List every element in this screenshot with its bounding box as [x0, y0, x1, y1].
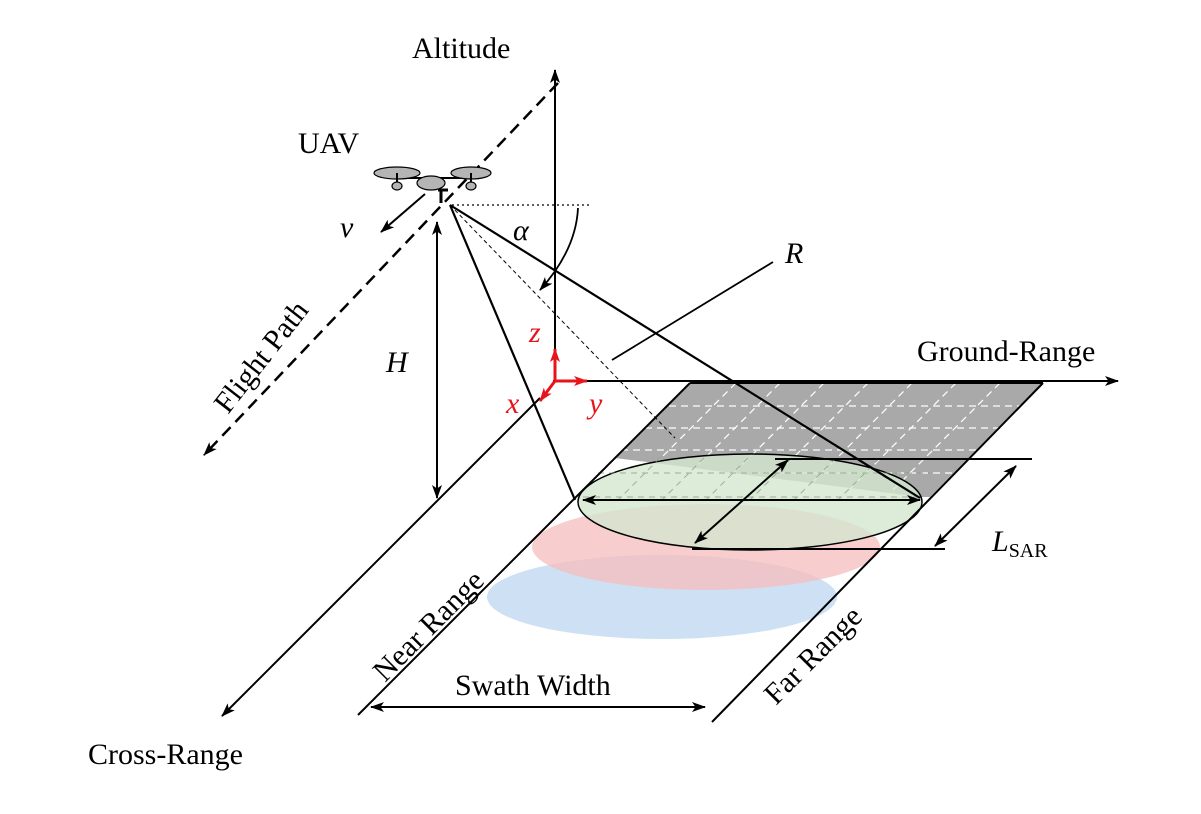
lsar-arrow	[934, 465, 1017, 547]
local-coordinate-frame	[538, 348, 588, 402]
height-label: H	[385, 346, 410, 379]
alpha-angle-arc	[539, 207, 579, 291]
beam-near-edge	[448, 204, 577, 501]
lsar-subscript: SAR	[1009, 540, 1049, 562]
ground-range-label: Ground-Range	[917, 335, 1095, 368]
beam-slant-dashed	[449, 204, 891, 481]
uav-drone-icon	[373, 166, 492, 203]
swath-width-label: Swath Width	[455, 669, 611, 702]
cross-range-label: Cross-Range	[88, 738, 243, 771]
flight-path-label: Flight Path	[208, 295, 316, 420]
footprint-azimuth-arrow	[694, 459, 789, 544]
near-range-edge	[357, 382, 691, 716]
lsar-main: L	[991, 525, 1009, 558]
velocity-label: v	[340, 211, 354, 244]
altitude-label: Altitude	[412, 32, 510, 65]
velocity-arrow	[380, 193, 426, 233]
alpha-label: α	[513, 214, 530, 247]
beam-center-dashed	[449, 204, 676, 439]
far-range-edge	[711, 382, 1044, 723]
slant-range-label: R	[784, 237, 803, 270]
footprint-current-beam	[577, 453, 923, 551]
axis-y-label: y	[586, 387, 603, 420]
axis-x-label: x	[505, 387, 520, 420]
cross-range-axis	[221, 397, 541, 717]
lsar-label: LSAR	[991, 525, 1048, 562]
flight-path-line	[203, 82, 559, 456]
slant-range-leader	[611, 261, 774, 361]
axis-z-label: z	[528, 316, 541, 349]
uav-label: UAV	[298, 127, 359, 160]
